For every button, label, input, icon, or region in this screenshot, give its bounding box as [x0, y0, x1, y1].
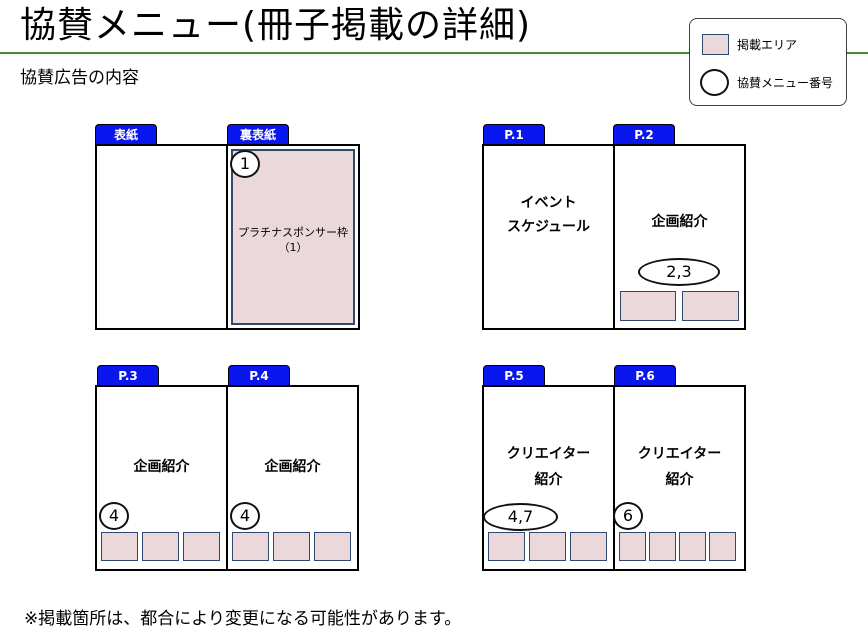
- menu-number-badge: 2,3: [638, 258, 720, 286]
- page-p4: 企画紹介: [226, 385, 359, 571]
- page-title: 協賛メニュー(冊子掲載の詳細): [20, 5, 532, 46]
- page-p6-text-line1: クリエイター: [637, 446, 722, 462]
- ad-area: [183, 532, 220, 561]
- ad-area: [679, 532, 706, 561]
- ad-area: [649, 532, 676, 561]
- ad-area: [619, 532, 646, 561]
- tab-p1: P.1: [483, 124, 545, 144]
- ad-area: [273, 532, 310, 561]
- ad-area: [682, 291, 739, 321]
- page-p3-text: 企画紹介: [133, 459, 190, 475]
- section-subtitle: 協賛広告の内容: [20, 68, 139, 88]
- tab-back-cover: 裏表紙: [227, 124, 289, 144]
- page-p5: クリエイター 紹介: [482, 385, 615, 571]
- ad-area: [488, 532, 525, 561]
- page-p3: 企画紹介: [95, 385, 228, 571]
- tab-p4: P.4: [228, 365, 290, 385]
- page-p6: クリエイター 紹介: [613, 385, 746, 571]
- menu-number-badge: 4,7: [483, 503, 558, 531]
- page-p1-text-line1: イベント: [520, 195, 577, 211]
- ad-area: [620, 291, 676, 321]
- ad-area: [570, 532, 607, 561]
- ad-area: [101, 532, 138, 561]
- ad-area: [232, 532, 269, 561]
- platinum-sponsor-area: プラチナスポンサー枠 （1）: [231, 149, 355, 325]
- tab-p6: P.6: [614, 365, 676, 385]
- legend-area-label: 掲載エリア: [737, 38, 798, 52]
- footer-note: ※掲載箇所は、都合により変更になる可能性があります。: [24, 609, 462, 629]
- legend-menu-circle: [700, 69, 729, 96]
- platinum-sponsor-text: プラチナスポンサー枠 （1）: [238, 226, 348, 254]
- menu-number-badge: 4: [230, 502, 260, 530]
- tab-front-cover: 表紙: [95, 124, 157, 144]
- ad-area: [142, 532, 179, 561]
- legend-menu-label: 協賛メニュー番号: [737, 76, 834, 90]
- page-back-cover: プラチナスポンサー枠 （1）: [226, 144, 360, 330]
- page-p6-text-line2: 紹介: [665, 472, 694, 488]
- ad-area: [314, 532, 351, 561]
- legend-area-swatch: [702, 34, 729, 55]
- tab-p5: P.5: [483, 365, 545, 385]
- menu-number-badge: 4: [99, 502, 129, 530]
- menu-number-badge: 1: [230, 150, 260, 178]
- page-p1: イベント スケジュール: [482, 144, 615, 330]
- tab-p3: P.3: [97, 365, 159, 385]
- page-p1-text-line2: スケジュール: [506, 219, 591, 235]
- page-p2-text: 企画紹介: [651, 214, 708, 230]
- tab-p2: P.2: [613, 124, 675, 144]
- menu-number-badge: 6: [613, 502, 643, 530]
- ad-area: [529, 532, 566, 561]
- legend-box: 掲載エリア 協賛メニュー番号: [689, 18, 847, 106]
- page-p5-text-line1: クリエイター: [506, 446, 591, 462]
- page-front-cover: [95, 144, 228, 330]
- page-p2: 企画紹介: [613, 144, 746, 330]
- page-p5-text-line2: 紹介: [534, 472, 563, 488]
- title-underline: [0, 52, 868, 54]
- ad-area: [709, 532, 736, 561]
- page-p4-text: 企画紹介: [264, 459, 321, 475]
